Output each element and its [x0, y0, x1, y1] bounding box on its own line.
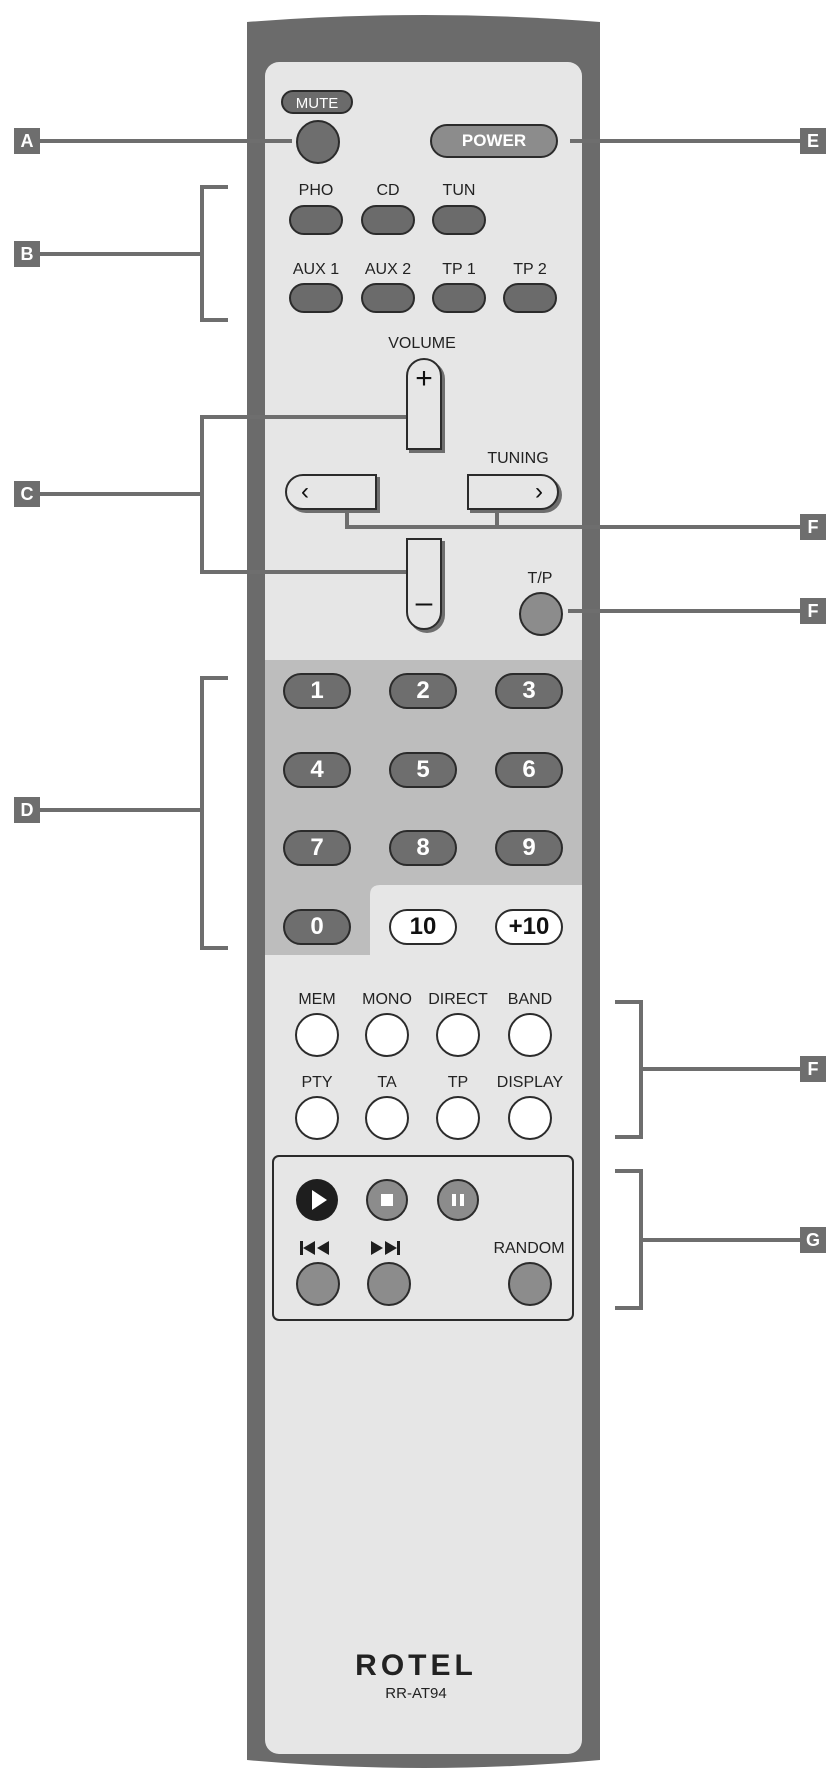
pause-icon — [452, 1194, 464, 1206]
source-button-aux2[interactable] — [361, 283, 415, 313]
source-label-pho: PHO — [298, 182, 334, 199]
mem-button[interactable] — [295, 1013, 339, 1057]
volume-minus-sign: – — [415, 586, 433, 619]
number-key-9[interactable]: 9 — [495, 830, 563, 866]
play-button[interactable] — [296, 1179, 338, 1221]
tp-button[interactable] — [519, 592, 563, 636]
source-button-aux1[interactable] — [289, 283, 343, 313]
tuning-down-button[interactable]: ‹ — [285, 474, 377, 510]
callout-f-tuning: F — [800, 514, 826, 540]
mono-button[interactable] — [365, 1013, 409, 1057]
callout-e: E — [800, 128, 826, 154]
previous-track-button[interactable] — [296, 1262, 340, 1306]
source-button-tp2[interactable] — [503, 283, 557, 313]
previous-track-icon — [300, 1241, 329, 1255]
tp-function-button[interactable] — [436, 1096, 480, 1140]
band-button[interactable] — [508, 1013, 552, 1057]
source-label-aux2: AUX 2 — [364, 261, 412, 278]
stop-icon — [381, 1194, 393, 1206]
random-button[interactable] — [508, 1262, 552, 1306]
function-label-ta: TA — [377, 1074, 397, 1091]
callout-f-tp: F — [800, 598, 826, 624]
callout-a: A — [14, 128, 40, 154]
number-key-6[interactable]: 6 — [495, 752, 563, 788]
volume-label: VOLUME — [388, 335, 456, 352]
source-label-tun: TUN — [442, 182, 476, 199]
number-key-2[interactable]: 2 — [389, 673, 457, 709]
callout-c: C — [14, 481, 40, 507]
next-track-button[interactable] — [367, 1262, 411, 1306]
callout-b: B — [14, 241, 40, 267]
chevron-right-icon: › — [535, 478, 543, 505]
mute-label: MUTE — [281, 90, 353, 114]
number-key-8[interactable]: 8 — [389, 830, 457, 866]
tuning-up-button[interactable]: › — [467, 474, 559, 510]
random-label: RANDOM — [493, 1240, 565, 1257]
tp-label: T/P — [527, 570, 553, 587]
callout-f-functions: F — [800, 1056, 826, 1082]
stop-button[interactable] — [366, 1179, 408, 1221]
direct-button[interactable] — [436, 1013, 480, 1057]
source-button-tp1[interactable] — [432, 283, 486, 313]
volume-down-button[interactable]: – — [406, 538, 442, 630]
number-key-3[interactable]: 3 — [495, 673, 563, 709]
chevron-left-icon: ‹ — [301, 478, 309, 505]
source-button-pho[interactable] — [289, 205, 343, 235]
function-label-band: BAND — [507, 991, 553, 1008]
source-label-tp1: TP 1 — [442, 261, 476, 278]
source-button-cd[interactable] — [361, 205, 415, 235]
source-label-cd: CD — [376, 182, 400, 199]
ta-button[interactable] — [365, 1096, 409, 1140]
pause-button[interactable] — [437, 1179, 479, 1221]
number-key-7[interactable]: 7 — [283, 830, 351, 866]
function-label-pty: PTY — [301, 1074, 333, 1091]
volume-plus-sign: + — [415, 362, 433, 395]
number-key-plus10[interactable]: +10 — [495, 909, 563, 945]
number-key-0[interactable]: 0 — [283, 909, 351, 945]
volume-up-button[interactable]: + — [406, 358, 442, 450]
source-label-aux1: AUX 1 — [292, 261, 340, 278]
number-key-4[interactable]: 4 — [283, 752, 351, 788]
pty-button[interactable] — [295, 1096, 339, 1140]
tuning-label: TUNING — [487, 450, 549, 467]
power-button[interactable]: POWER — [430, 124, 558, 158]
brand-logo: ROTEL — [355, 1649, 477, 1682]
callout-g: G — [800, 1227, 826, 1253]
function-label-display: DISPLAY — [496, 1074, 564, 1091]
model-number: RR-AT94 — [385, 1685, 447, 1702]
number-key-10[interactable]: 10 — [389, 909, 457, 945]
function-label-direct: DIRECT — [428, 991, 488, 1008]
number-key-1[interactable]: 1 — [283, 673, 351, 709]
next-track-icon — [371, 1241, 400, 1255]
source-label-tp2: TP 2 — [513, 261, 547, 278]
source-button-tun[interactable] — [432, 205, 486, 235]
display-button[interactable] — [508, 1096, 552, 1140]
mute-button[interactable] — [296, 120, 340, 164]
function-label-mono: MONO — [362, 991, 412, 1008]
function-label-mem: MEM — [298, 991, 336, 1008]
callout-d: D — [14, 797, 40, 823]
number-key-5[interactable]: 5 — [389, 752, 457, 788]
function-label-tp: TP — [447, 1074, 469, 1091]
play-icon — [312, 1190, 327, 1210]
